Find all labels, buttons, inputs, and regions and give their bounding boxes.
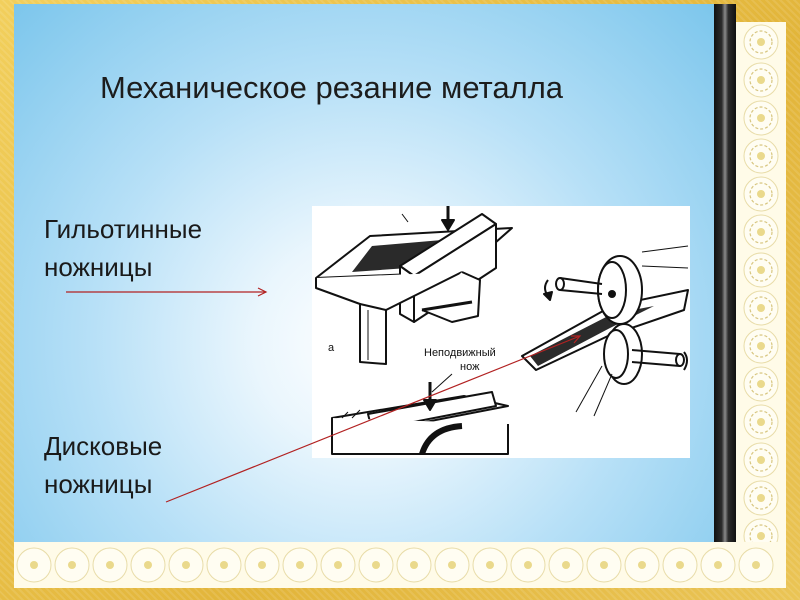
shears-illustration: а Неподвижный нож — [312, 206, 690, 458]
slide-edge-ribbon — [714, 4, 736, 550]
slide-title: Механическое резание металла — [100, 70, 564, 105]
disc-label-line1: Дисковые — [44, 431, 163, 461]
lace-border-right — [736, 22, 786, 572]
fixed-knife-label-line2: нож — [460, 361, 480, 373]
guillotine-label-line1: Гильотинные — [44, 214, 203, 244]
disc-label-line2: ножницы — [44, 469, 153, 499]
guillotine-shears-label: Гильотинные ножницы — [44, 210, 202, 286]
fixed-knife-label-line1: Неподвижный — [424, 347, 496, 359]
guillotine-label-line2: ножницы — [44, 252, 153, 282]
figure-marker-a: а — [328, 342, 335, 354]
disc-shears-label: Дисковые ножницы — [44, 427, 162, 503]
lace-border-bottom — [14, 542, 786, 588]
